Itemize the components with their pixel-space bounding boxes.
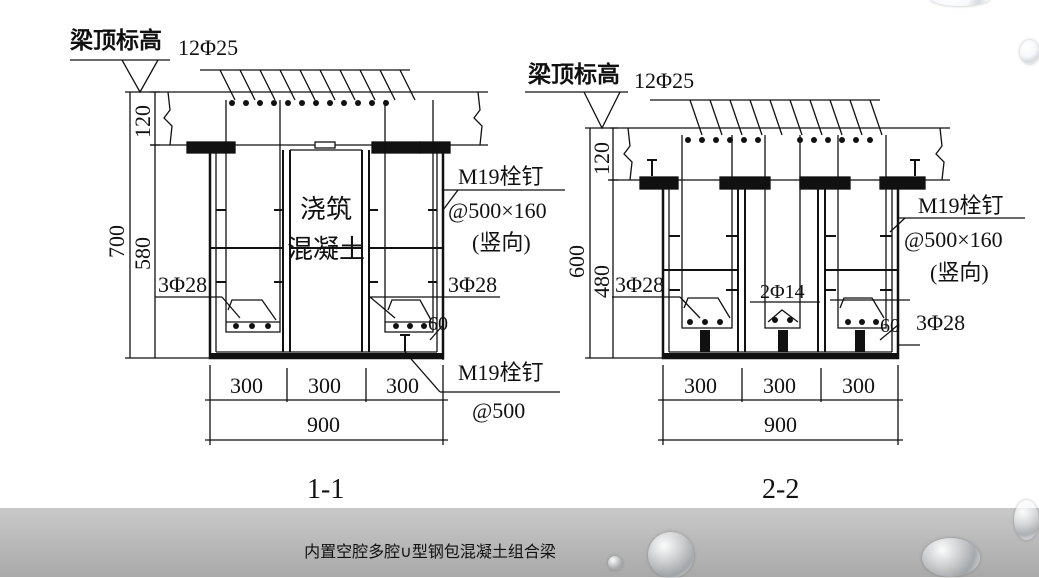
fill-concrete-label-2: 混凝土 xyxy=(287,235,365,264)
dim-slab-thickness: 120 xyxy=(589,142,614,175)
steel-u-section xyxy=(661,185,900,360)
vertical-dimensions xyxy=(125,91,210,359)
dim-cell-1: 300 xyxy=(230,373,263,398)
beam-top-elevation-label: 梁顶标高 xyxy=(527,61,620,88)
bottom-blocks xyxy=(687,317,879,352)
dim-cell-3: 300 xyxy=(386,373,419,398)
horizontal-dimensions xyxy=(658,365,903,445)
dim-total-height: 600 xyxy=(564,245,589,278)
mid-rebar-label: 2Φ14 xyxy=(760,281,805,303)
dim-web-height: 580 xyxy=(130,237,155,270)
bottom-gap-label: 60 xyxy=(880,315,900,337)
section-title: 2-2 xyxy=(762,474,799,505)
dim-cell-2: 300 xyxy=(763,373,796,398)
side-rebar-left-label: 3Φ28 xyxy=(158,272,207,297)
leaders xyxy=(155,189,565,393)
stirrups xyxy=(225,100,434,333)
shear-studs xyxy=(647,159,920,291)
water-drop-decoration xyxy=(1020,40,1039,64)
bottom-rebars xyxy=(233,323,427,329)
bottom-gap-label: 60 xyxy=(428,313,448,335)
steel-u-section xyxy=(208,149,445,360)
concrete-slab xyxy=(610,127,950,181)
beam-top-elevation-label: 梁顶标高 xyxy=(69,27,162,54)
concrete-slab xyxy=(150,91,488,146)
stud-bottom-spacing: @500 xyxy=(472,398,525,423)
stud-top-label: M19栓钉 xyxy=(458,164,544,189)
side-rebar-left-label: 3Φ28 xyxy=(615,272,664,297)
water-drop-decoration xyxy=(930,0,990,6)
dim-overall-width: 900 xyxy=(764,412,797,437)
water-drop-decoration xyxy=(922,538,980,577)
side-rebar-right-label: 3Φ28 xyxy=(916,310,965,335)
horizontal-dimensions xyxy=(205,365,448,445)
dim-slab-thickness: 120 xyxy=(130,105,155,138)
top-bar-leaders xyxy=(200,69,416,101)
stud-spacing: @500×160 xyxy=(904,227,1003,252)
water-drop-decoration xyxy=(608,556,622,570)
dim-cell-3: 300 xyxy=(842,373,875,398)
top-rebar-label: 12Φ25 xyxy=(634,68,694,93)
dim-overall-width: 900 xyxy=(307,412,340,437)
dim-web-height: 480 xyxy=(589,265,614,298)
side-rebar-right-label: 3Φ28 xyxy=(448,272,497,297)
top-rebars xyxy=(685,137,873,143)
stud-top-note: (竖向) xyxy=(472,230,531,255)
section-1-1 xyxy=(70,59,565,445)
shear-studs xyxy=(216,209,437,352)
stirrups xyxy=(681,135,887,329)
top-rebars xyxy=(229,100,389,106)
top-rebar-label: 12Φ25 xyxy=(178,35,238,60)
section-title: 1-1 xyxy=(307,474,344,505)
vertical-dimensions xyxy=(585,127,663,359)
slide-caption: 内置空腔多腔∪型钢包混凝土组合梁 xyxy=(304,542,556,561)
dim-total-height: 700 xyxy=(104,225,129,258)
dim-cell-1: 300 xyxy=(684,373,717,398)
stud-bottom-label: M19栓钉 xyxy=(458,360,544,385)
stud-label: M19栓钉 xyxy=(918,193,1004,218)
water-drop-decoration xyxy=(1014,500,1039,540)
water-drop-decoration xyxy=(648,532,694,578)
elevation-triangle xyxy=(121,59,159,94)
stud-top-spacing: @500×160 xyxy=(448,198,547,223)
footer-band xyxy=(0,508,1039,577)
fill-concrete-label-1: 浇筑 xyxy=(300,195,352,224)
leaders xyxy=(612,217,1025,346)
elevation-triangle xyxy=(583,91,621,130)
dim-cell-2: 300 xyxy=(308,373,341,398)
section-2-2 xyxy=(525,91,1025,445)
top-bar-leaders xyxy=(650,99,883,136)
stud-note: (竖向) xyxy=(930,260,989,285)
